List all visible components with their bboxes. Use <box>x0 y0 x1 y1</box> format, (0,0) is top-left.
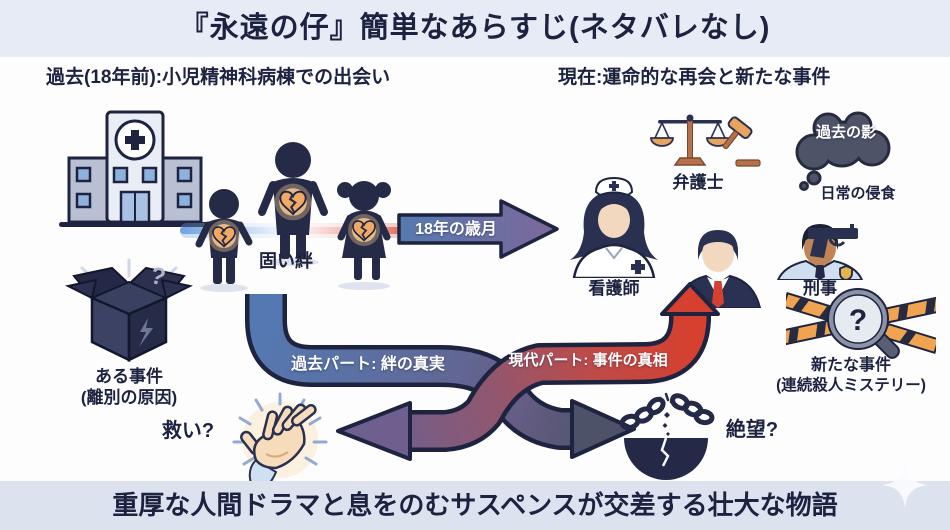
salvation-label: 救い? <box>161 420 215 442</box>
page-title: 『永遠の仔』簡単なあらすじ(ネタバレなし) <box>179 12 771 44</box>
magnifier-question-glyph: ? <box>849 304 867 337</box>
new-case-label-line1: 新たな事件 <box>810 357 891 374</box>
erosion-label: 日常の侵食 <box>820 185 896 202</box>
nurse-label: 看護師 <box>588 279 640 298</box>
lawyer-label: 弁護士 <box>672 173 724 192</box>
children-bond-icon <box>180 142 405 292</box>
dark-cloud-icon <box>795 111 891 191</box>
incident-label-line1: ある事件 <box>95 367 163 386</box>
cloud-label: 過去の影 <box>815 124 876 141</box>
investigation-tape-icon: ? <box>786 288 936 359</box>
hand-icon <box>232 392 328 486</box>
title-band: 『永遠の仔』簡単なあらすじ(ネタバレなし) <box>0 0 950 57</box>
new-case-label: 新たな事件 (連続殺人ミステリー) <box>752 356 950 395</box>
bond-label: 固い絆 <box>259 251 313 271</box>
time-skip-label: 18年の歳月 <box>415 221 497 238</box>
incident-label: ある事件 (離別の原因) <box>36 366 222 409</box>
new-case-label-line2: (連続殺人ミステリー) <box>776 377 926 394</box>
sparkle-icon <box>882 462 928 508</box>
nurse-icon <box>570 176 658 278</box>
gun-icon <box>808 224 858 258</box>
incident-label-line2: (離別の原因) <box>80 388 178 408</box>
broken-heart-icons <box>208 183 380 252</box>
hospital-icon <box>59 110 211 227</box>
footer-tagline: 重厚な人間ドラマと息をのむサスペンスが交差する壮大な物語 <box>112 490 838 520</box>
time-skip-arrow <box>397 199 559 259</box>
mystery-box-icon: ? <box>65 258 193 362</box>
past-section-header: 過去(18年前):小児精神科病棟での出会い <box>46 67 391 88</box>
salvation-arrowhead <box>336 401 412 461</box>
present-section-header: 現在:運命的な再会と新たな事件 <box>558 67 831 88</box>
footer-band: 重厚な人間ドラマと息をのむサスペンスが交差する壮大な物語 <box>0 481 950 530</box>
despair-label: 絶望? <box>725 419 779 441</box>
detective-label: 刑事 <box>803 279 837 298</box>
past-ribbon-label: 過去パート: 絆の真実 <box>291 356 445 373</box>
lawyer-icon <box>674 230 762 308</box>
scales-gavel-icon <box>650 114 761 167</box>
modern-ribbon-label: 現代パート: 事件の真相 <box>508 352 668 369</box>
broken-chain-icon <box>619 392 715 480</box>
